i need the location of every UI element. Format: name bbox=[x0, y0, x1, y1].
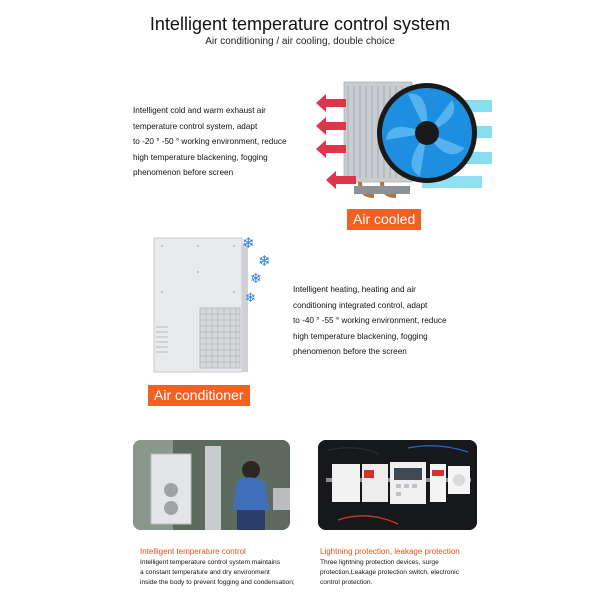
snowflake-icon: ❄ bbox=[250, 270, 262, 286]
air-conditioner-line: conditioning integrated control, adapt bbox=[293, 300, 428, 310]
caption-body-lightning-protection: Three lightning protection devices, surg… bbox=[320, 558, 480, 588]
page-title: Intelligent temperature control system bbox=[149, 14, 451, 34]
caption-line: control protection. bbox=[320, 579, 373, 586]
air-conditioner-line: high temperature blackening, fogging bbox=[293, 331, 428, 341]
air-cooled-line: high temperature blackening, fogging bbox=[133, 152, 268, 162]
caption-line: Three lightning protection devices, surg… bbox=[320, 559, 439, 566]
caption-line: Intelligent temperature control system m… bbox=[140, 559, 280, 566]
snowflake-icon: ❄ bbox=[242, 235, 255, 252]
air-cooled-line: Intelligent cold and warm exhaust air bbox=[133, 106, 266, 115]
air-conditioner-unit-image bbox=[148, 232, 283, 382]
air-conditioner-line: phenomenon before the screen bbox=[293, 347, 407, 357]
installation-photo bbox=[133, 440, 290, 530]
caption-body-temperature-control: Intelligent temperature control system m… bbox=[140, 558, 310, 588]
caption-line: protection,Leakage protection switch, el… bbox=[320, 569, 459, 576]
air-conditioner-description: Intelligent heating, heating and air con… bbox=[293, 282, 498, 360]
air-conditioner-line: to -40 ° -55 ° working environment, redu… bbox=[293, 316, 447, 326]
caption-title-temperature-control: Intelligent temperature control bbox=[140, 547, 246, 556]
snowflake-icon: ❄ bbox=[245, 290, 256, 305]
air-conditioner-tag: Air conditioner bbox=[148, 385, 250, 406]
air-cooled-line: temperature control system, adapt bbox=[133, 121, 258, 131]
air-cooled-line: phenomenon before screen bbox=[133, 168, 234, 178]
air-cooled-description: Intelligent cold and warm exhaust air te… bbox=[133, 103, 333, 181]
air-conditioner-line: Intelligent heating, heating and air bbox=[293, 285, 416, 294]
cpu-cooler-image bbox=[312, 78, 492, 203]
circuit-breaker-photo bbox=[318, 440, 477, 530]
caption-line: a constant temperature and dry environme… bbox=[140, 569, 270, 576]
air-cooled-line: to -20 ° -50 ° working environment, redu… bbox=[133, 137, 287, 147]
caption-title-lightning-protection: Lightning protection, leakage protection bbox=[320, 547, 460, 556]
air-cooled-tag: Air cooled bbox=[347, 209, 422, 230]
caption-line: inside the body to prevent fogging and c… bbox=[140, 579, 295, 586]
snowflake-icon: ❄ bbox=[258, 253, 271, 270]
page-subtitle: Air conditioning / air cooling, double c… bbox=[205, 36, 395, 47]
